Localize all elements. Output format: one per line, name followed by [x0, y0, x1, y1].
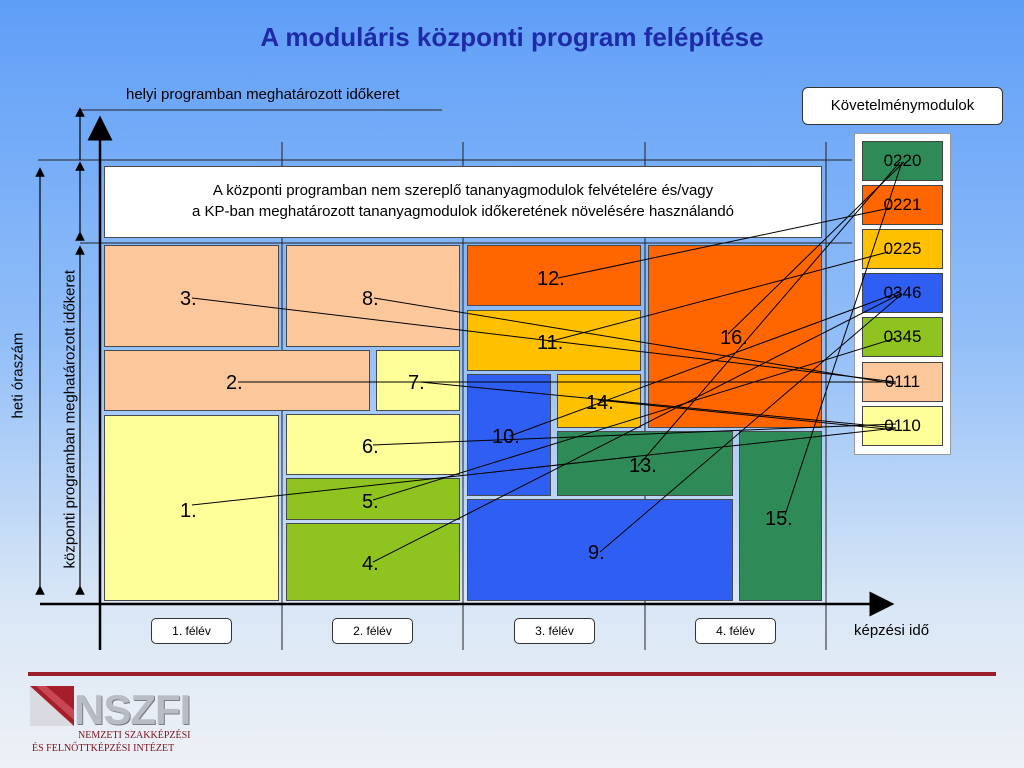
connector-line: [597, 399, 897, 431]
connector-line: [372, 337, 897, 501]
block-10: [467, 374, 551, 496]
x-axis-label: képzési idő: [854, 622, 930, 639]
connector-line: [191, 297, 897, 383]
logo-subtitle-2: ÉS FELNŐTTKÉPZÉSI INTÉZET: [32, 743, 175, 754]
block-14: [557, 374, 641, 428]
semester-1: 1. félév: [151, 618, 232, 644]
block-12: [467, 245, 641, 306]
block-15: [739, 431, 822, 601]
connector-line: [372, 423, 897, 446]
semester-2: 2. félév: [332, 618, 413, 644]
connector-line: [599, 293, 903, 553]
logo-subtitle-1: NEMZETI SZAKKÉPZÉSI: [78, 730, 191, 741]
banner-line-1: A központi programban nem szereplő tanan…: [212, 182, 714, 199]
block-7: [376, 350, 460, 411]
block-label-11: 11.: [537, 332, 564, 354]
block-label-4: 4.: [362, 553, 379, 575]
connector-line: [784, 161, 903, 516]
semester-3: 3. félév: [514, 618, 595, 644]
connector-line: [373, 297, 897, 385]
block-label-3: 3.: [180, 288, 197, 310]
block-label-5: 5.: [362, 491, 379, 513]
connector-line: [557, 207, 891, 279]
page-title: A moduláris központi program felépítése: [260, 22, 764, 52]
block-label-6: 6.: [362, 436, 379, 458]
connector-line: [637, 161, 901, 467]
module-0220: 0220: [862, 141, 943, 181]
nszfi-logo: [30, 686, 74, 726]
modules-header: Követelménymodulok: [802, 87, 1003, 125]
banner-line-2: a KP-ban meghatározott tananyagmodulok i…: [191, 203, 735, 220]
semester-4: 4. félév: [695, 618, 776, 644]
module-0221: 0221: [862, 185, 943, 225]
block-9: [467, 499, 733, 601]
block-label-9: 9.: [588, 542, 605, 564]
block-label-13: 13.: [629, 455, 657, 477]
connector-line: [419, 381, 897, 429]
block-1: [104, 415, 279, 601]
module-0345: 0345: [862, 317, 943, 357]
block-label-2: 2.: [226, 372, 243, 394]
module-0225: 0225: [862, 229, 943, 269]
block-label-1: 1.: [180, 500, 197, 522]
block-label-12: 12.: [537, 268, 565, 290]
banner: A központi programban nem szereplő tanan…: [104, 166, 822, 238]
block-16: [648, 245, 822, 428]
connector-line: [547, 251, 889, 343]
block-3: [104, 245, 279, 347]
connector-line: [509, 291, 901, 437]
local-program-label: helyi programban meghatározott időkeret: [126, 86, 400, 103]
block-label-16: 16.: [720, 327, 748, 349]
logo-text: NSZFI: [74, 686, 191, 733]
block-2: [104, 350, 370, 411]
block-label-10: 10.: [492, 426, 520, 448]
footer-divider: [28, 672, 996, 676]
connector-line: [372, 293, 901, 563]
block-8: [286, 245, 460, 347]
connector-line: [191, 427, 897, 506]
block-label-8: 8.: [362, 288, 379, 310]
module-0110: 0110: [862, 406, 943, 446]
block-label-7: 7.: [408, 372, 425, 394]
